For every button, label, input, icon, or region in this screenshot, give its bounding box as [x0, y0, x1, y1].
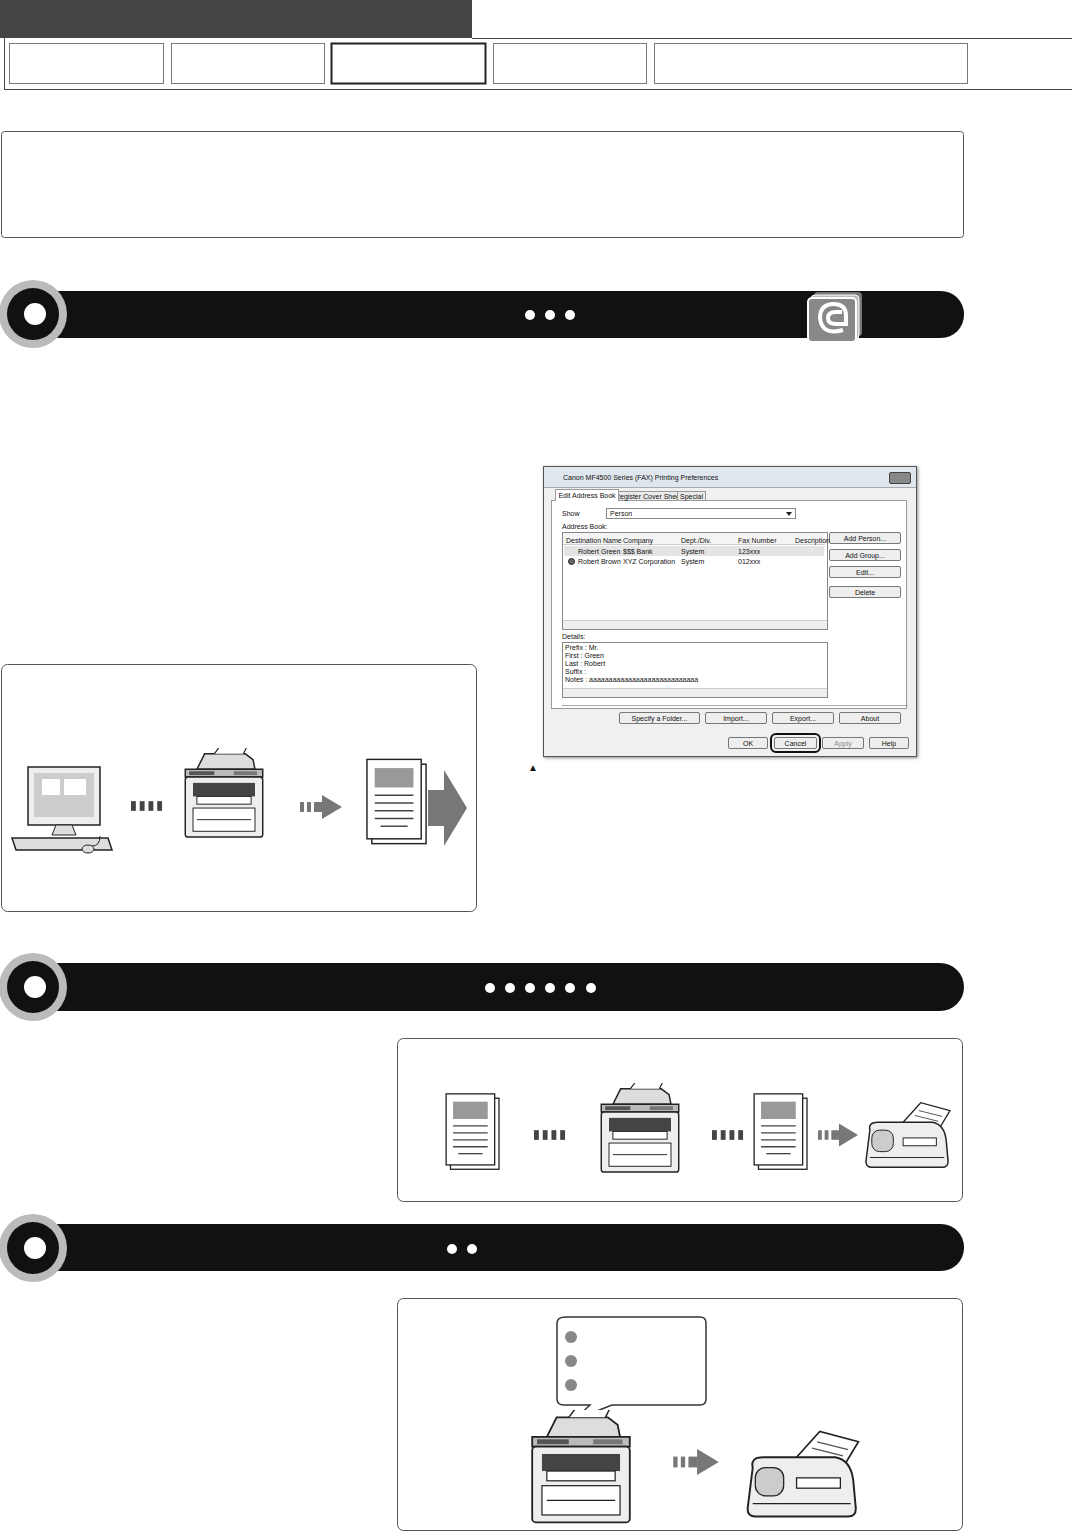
dialog-window: Canon MF4500 Series (FAX) Printing Prefe…: [543, 466, 917, 757]
section-band: [0, 953, 964, 1021]
ui-text: Delete: [855, 588, 875, 597]
section-band: [0, 280, 964, 348]
ui-label: Details:: [562, 632, 585, 641]
ui-label: Address Book:: [562, 522, 608, 531]
ui-label: 123xxx: [738, 547, 760, 556]
ui-label: First : Green: [565, 651, 604, 660]
list-box: [562, 642, 828, 698]
dialog-tab: Special: [677, 491, 706, 501]
ui-label: Destination Name: [566, 536, 622, 545]
ui-text: Add Group...: [845, 551, 885, 560]
scroll-bar: [563, 620, 827, 629]
ui-text: Cancel: [785, 739, 807, 748]
ui-text: Edit...: [856, 568, 874, 577]
ui-text: Export...: [790, 714, 816, 723]
ui-label: Show: [562, 509, 580, 518]
separator: [562, 705, 908, 706]
dialog-tab: Register Cover Sheet: [612, 491, 685, 501]
ui-text: Import...: [723, 714, 749, 723]
dialog-button: Cancel: [774, 737, 817, 749]
dialog-tab: Edit Address Book: [555, 489, 619, 501]
dialog-button: About: [839, 712, 901, 724]
dialog-button: Help: [869, 737, 909, 749]
dropdown-box: Person: [606, 508, 796, 519]
dialog-button: Apply: [822, 737, 864, 749]
ui-text: Add Person...: [844, 534, 886, 543]
ui-text: OK: [743, 739, 753, 748]
pc-print-illustration: [2, 665, 477, 912]
ui-text: Register Cover Sheet: [615, 492, 682, 501]
ui-label: Prefix : Mr.: [565, 643, 598, 652]
close-button: [889, 472, 911, 484]
ui-label: Robert Green: [578, 547, 620, 556]
ui-text: Help: [882, 739, 896, 748]
ui-text: Specify a Folder...: [631, 714, 687, 723]
dialog-button: Add Group...: [829, 549, 901, 561]
ui-label: Fax Number: [738, 536, 777, 545]
dialog-button: Edit...: [829, 566, 901, 578]
caption-marker: ▲: [528, 762, 538, 774]
ui-text: About: [861, 714, 879, 723]
ui-label: System: [681, 547, 704, 556]
ui-label: Suffix :: [565, 667, 586, 676]
ui-text: Special: [680, 492, 703, 501]
ui-label: Robert Brown: [578, 557, 621, 566]
dialog-button: Export...: [772, 712, 834, 724]
dialog-button: OK: [728, 737, 768, 749]
dialog-button: Specify a Folder...: [619, 712, 700, 724]
dialog-button: Delete: [829, 586, 901, 598]
ui-label: System: [681, 557, 704, 566]
person-icon: [568, 558, 575, 565]
dropdown-arrow: [786, 512, 792, 516]
dialog-button: Import...: [705, 712, 767, 724]
ui-text: Edit Address Book: [558, 491, 615, 500]
section-band: [0, 1214, 964, 1282]
ui-text: Person: [610, 509, 632, 518]
ui-text: Canon MF4500 Series (FAX) Printing Prefe…: [563, 473, 718, 482]
copy-fax-illustration: [398, 1039, 963, 1202]
scroll-bar: [563, 688, 827, 697]
ui-label: Notes : aaaaaaaaaaaaaaaaaaaaaaaaaaaa: [565, 675, 698, 684]
panel-fax-illustration: [398, 1299, 963, 1531]
dialog-button: Add Person...: [829, 532, 901, 544]
ui-label: 012xxx: [738, 557, 760, 566]
ui-text: Apply: [834, 739, 852, 748]
ui-label: Company: [623, 536, 653, 545]
ui-label: XYZ Corporation: [623, 557, 675, 566]
header-bar: [0, 0, 1072, 90]
ui-label: $$$ Bank: [623, 547, 653, 556]
ui-label: Last : Robert: [565, 659, 605, 668]
note-box: [2, 132, 964, 238]
ui-label: Dept./Div.: [681, 536, 711, 545]
ui-label: Description: [795, 536, 830, 545]
